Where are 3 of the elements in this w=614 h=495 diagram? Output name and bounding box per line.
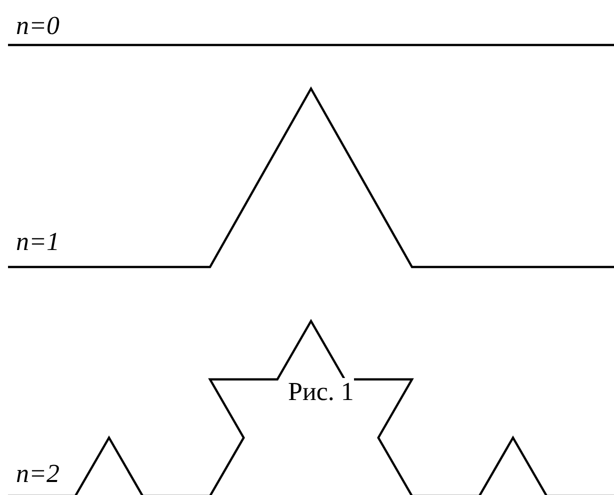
iteration-label: n=2: [16, 460, 60, 488]
iteration-label: n=1: [16, 228, 60, 256]
iteration-label: n=0: [16, 12, 60, 40]
